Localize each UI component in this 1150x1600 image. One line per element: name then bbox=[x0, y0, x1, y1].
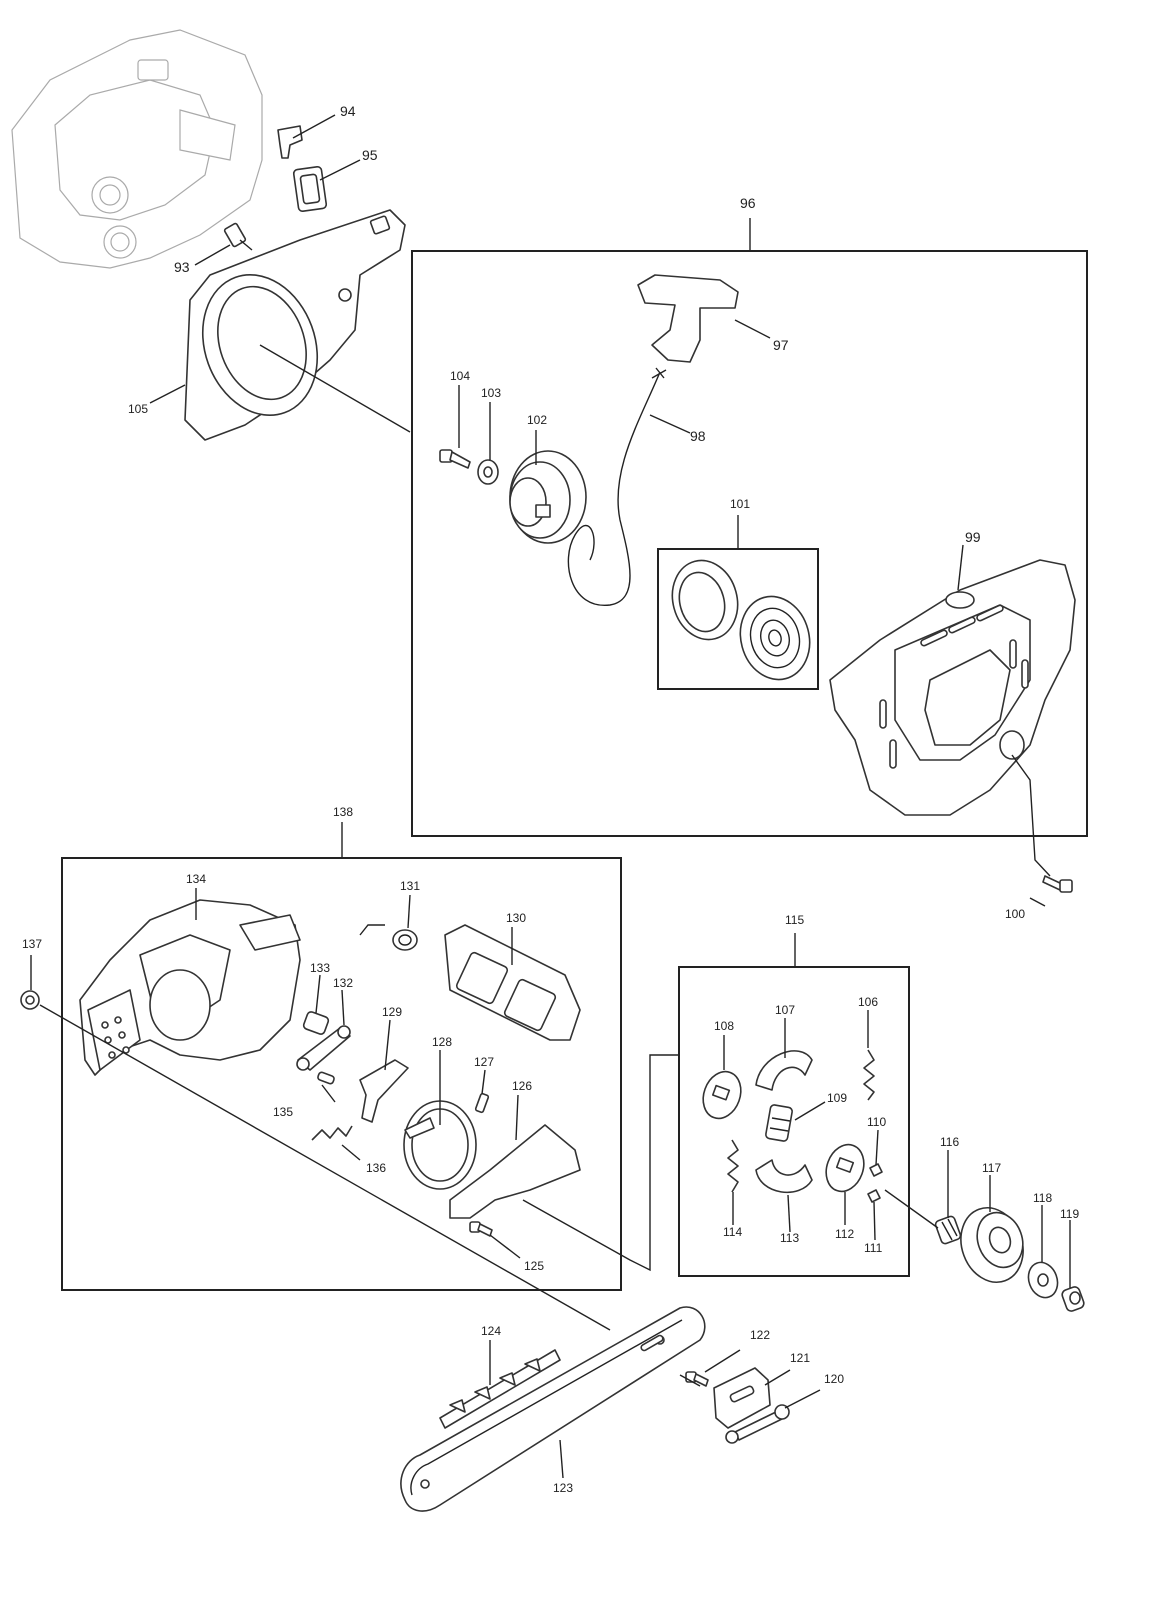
label-101: 101 bbox=[730, 497, 750, 511]
plate-121-part bbox=[713, 1367, 771, 1429]
label-131: 131 bbox=[400, 879, 420, 893]
label-96: 96 bbox=[740, 195, 756, 211]
label-100: 100 bbox=[1005, 907, 1025, 921]
label-111: 111 bbox=[864, 1241, 883, 1255]
leader-lines bbox=[30, 114, 1071, 1479]
label-116: 116 bbox=[940, 1135, 959, 1149]
sprocket-117-part bbox=[960, 1207, 1024, 1283]
label-135: 135 bbox=[273, 1105, 293, 1119]
engine-housing-part bbox=[11, 29, 263, 269]
starter-handle-part bbox=[637, 274, 739, 363]
plug-94-part bbox=[277, 125, 303, 159]
label-115: 115 bbox=[785, 913, 804, 927]
washer-118-part bbox=[1027, 1261, 1059, 1299]
plate-130-part bbox=[444, 924, 581, 1041]
label-122: 122 bbox=[750, 1328, 770, 1342]
recoil-spring-part bbox=[671, 559, 811, 681]
label-117: 117 bbox=[982, 1161, 1001, 1175]
pin-135-part bbox=[317, 1071, 335, 1085]
label-134: 134 bbox=[186, 872, 206, 886]
spring-136-part bbox=[311, 1125, 353, 1141]
starter-rope-part bbox=[567, 371, 661, 606]
starter-housing-part bbox=[829, 559, 1076, 816]
label-97: 97 bbox=[773, 337, 789, 353]
label-105: 105 bbox=[128, 402, 148, 416]
clutch-assembly-box bbox=[678, 966, 910, 1277]
gasket-95-part bbox=[292, 165, 328, 213]
label-136: 136 bbox=[366, 1161, 386, 1175]
label-94: 94 bbox=[340, 103, 356, 119]
label-132: 132 bbox=[333, 976, 353, 990]
guide-bar-part bbox=[400, 1306, 706, 1512]
label-104: 104 bbox=[450, 369, 470, 383]
screw-93-part bbox=[223, 222, 253, 251]
spring-114-part bbox=[727, 1139, 739, 1193]
spring-106-part bbox=[863, 1049, 875, 1101]
label-107: 107 bbox=[775, 1003, 795, 1017]
screw-125-part bbox=[469, 1221, 493, 1237]
latch-129-part bbox=[359, 1059, 409, 1123]
saw-chain-part bbox=[439, 1349, 561, 1429]
sleeve-133-part bbox=[302, 1011, 330, 1035]
label-114: 114 bbox=[723, 1225, 742, 1239]
screw-111-part bbox=[867, 1189, 881, 1203]
label-95: 95 bbox=[362, 147, 378, 163]
pin-127-part bbox=[474, 1092, 490, 1114]
clutch-plate-112-part bbox=[825, 1143, 865, 1193]
screw-100-part bbox=[1042, 875, 1073, 893]
spring-131-part bbox=[392, 929, 418, 951]
label-137: 137 bbox=[22, 937, 42, 951]
nut-119-part bbox=[1061, 1286, 1085, 1312]
label-123: 123 bbox=[553, 1481, 573, 1495]
label-129: 129 bbox=[382, 1005, 402, 1019]
needle-bearing-part bbox=[934, 1215, 962, 1245]
label-109: 109 bbox=[827, 1091, 847, 1105]
label-130: 130 bbox=[506, 911, 526, 925]
lever-132-part bbox=[296, 1025, 351, 1071]
label-93: 93 bbox=[174, 259, 190, 275]
label-98: 98 bbox=[690, 428, 706, 444]
brake-assembly-box bbox=[61, 857, 622, 1291]
label-119: 119 bbox=[1060, 1207, 1079, 1221]
label-113: 113 bbox=[780, 1231, 799, 1245]
label-127: 127 bbox=[474, 1055, 494, 1069]
label-99: 99 bbox=[965, 529, 981, 545]
label-126: 126 bbox=[512, 1079, 532, 1093]
brake-housing-part bbox=[79, 899, 301, 1076]
washer-103-part bbox=[477, 459, 499, 485]
clutch-plate-108-part bbox=[702, 1070, 742, 1120]
bracket-126-part bbox=[449, 1124, 581, 1219]
clutch-hub-109-part bbox=[765, 1104, 793, 1142]
label-138: 138 bbox=[333, 805, 353, 819]
rope-pulley-part bbox=[509, 450, 587, 544]
screw-110-part bbox=[869, 1163, 883, 1177]
label-121: 121 bbox=[790, 1351, 810, 1365]
clutch-shoe-113-part bbox=[755, 1159, 813, 1194]
label-102: 102 bbox=[527, 413, 547, 427]
screw-104-part bbox=[439, 449, 471, 469]
label-125: 125 bbox=[524, 1259, 544, 1273]
label-120: 120 bbox=[824, 1372, 844, 1386]
label-103: 103 bbox=[481, 386, 501, 400]
chain-cover-part bbox=[184, 209, 406, 441]
brake-band-part bbox=[403, 1100, 477, 1190]
label-124: 124 bbox=[481, 1324, 501, 1338]
label-118: 118 bbox=[1033, 1191, 1052, 1205]
label-133: 133 bbox=[310, 961, 330, 975]
label-112: 112 bbox=[835, 1227, 854, 1241]
label-128: 128 bbox=[432, 1035, 452, 1049]
nut-137-part bbox=[20, 990, 40, 1010]
clutch-shoe-107-part bbox=[755, 1050, 813, 1091]
label-108: 108 bbox=[714, 1019, 734, 1033]
label-110: 110 bbox=[867, 1115, 886, 1129]
label-106: 106 bbox=[858, 995, 878, 1009]
